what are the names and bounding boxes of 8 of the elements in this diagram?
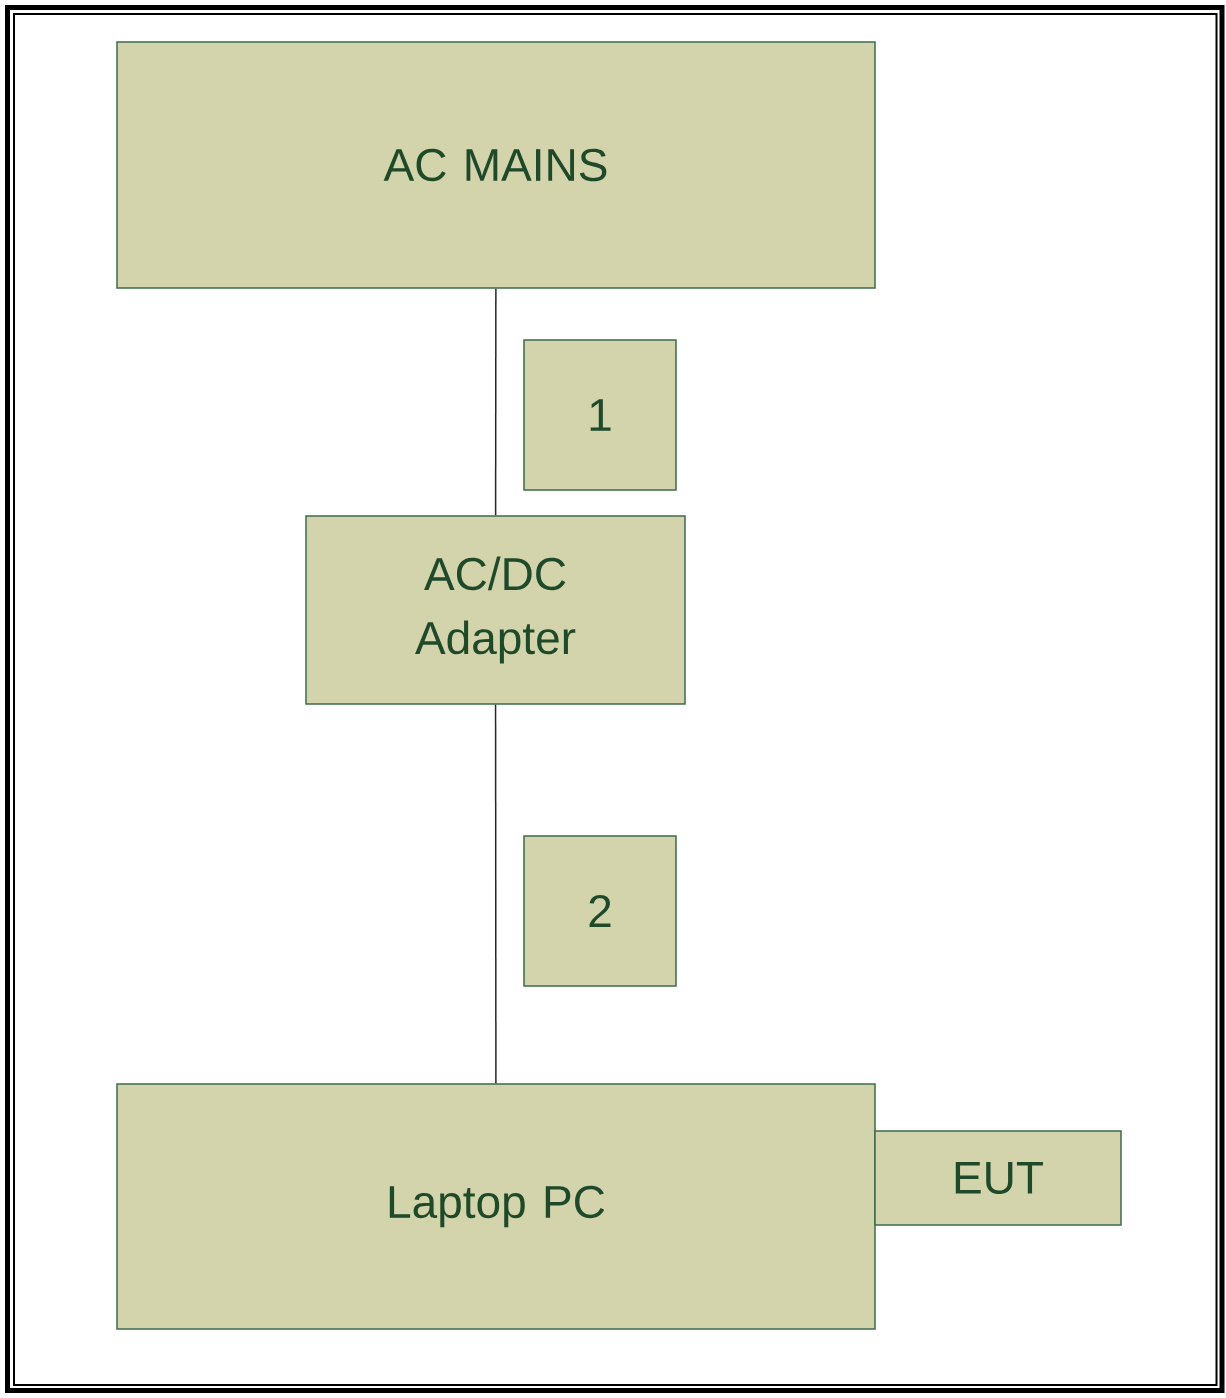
number-box: 2 [523, 835, 677, 987]
connector-line [494, 704, 497, 1084]
process-box: AC/DC Adapter [305, 515, 686, 705]
process-box: EUT [874, 1130, 1122, 1226]
process-box: AC MAINS [116, 41, 876, 289]
number-box: 1 [523, 339, 677, 491]
connector-line [494, 288, 497, 516]
process-box: Laptop PC [116, 1083, 876, 1330]
